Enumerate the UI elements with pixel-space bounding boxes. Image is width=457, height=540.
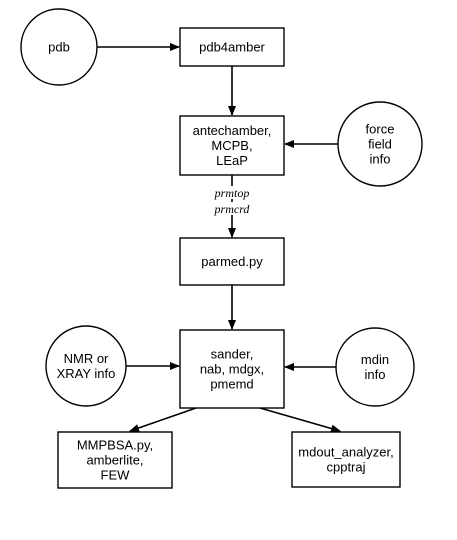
node-forcefield-label: info	[370, 152, 391, 167]
edges: prmtop prmcrd	[97, 43, 341, 433]
node-sander-box	[179, 329, 285, 409]
node-mdin-circle	[335, 327, 415, 407]
edge-label-bg	[212, 202, 252, 215]
node-pdb4amber: pdb4amber	[179, 27, 285, 67]
edge-label-bg	[212, 186, 252, 199]
node-antechamber-box	[179, 115, 285, 176]
node-pdb-circle	[20, 8, 98, 86]
node-parmed: parmed.py	[179, 237, 285, 286]
node-pdb: pdb	[20, 8, 98, 86]
node-mmpbsa-label: FEW	[101, 468, 131, 483]
node-mmpbsa-box	[57, 431, 173, 489]
node-mdout-label: mdout_analyzer,	[298, 445, 393, 460]
node-forcefield-label: field	[368, 137, 392, 152]
node-parmed-label: parmed.py	[201, 254, 263, 269]
node-mmpbsa-label: amberlite,	[86, 453, 143, 468]
node-antechamber-label: antechamber,	[193, 123, 272, 138]
node-mdout-box	[291, 431, 401, 488]
node-nmr-label: NMR or	[64, 351, 109, 366]
node-mdin-label: mdin	[361, 352, 389, 367]
edge-sander-to-mdout	[259, 407, 341, 433]
node-forcefield-circle	[337, 101, 423, 187]
node-antechamber-label: MCPB,	[211, 138, 252, 153]
node-parmed-box	[179, 237, 285, 286]
node-antechamber: antechamber,MCPB,LEaP	[179, 115, 285, 176]
node-forcefield-label: force	[366, 122, 395, 137]
node-pdb4amber-label: pdb4amber	[199, 40, 265, 55]
node-sander-label: sander,	[211, 347, 254, 362]
edge-label-prmcrd: prmcrd	[214, 202, 251, 216]
node-pdb-label: pdb	[48, 40, 70, 55]
node-sander-label: nab, mdgx,	[200, 362, 264, 377]
node-mdout: mdout_analyzer,cpptraj	[291, 431, 401, 488]
node-antechamber-label: LEaP	[216, 153, 248, 168]
node-sander: sander,nab, mdgx,pmemd	[179, 329, 285, 409]
edge-label-prmtop: prmtop	[214, 186, 250, 200]
node-pdb4amber-box	[179, 27, 285, 67]
node-mmpbsa-label: MMPBSA.py,	[77, 438, 153, 453]
nodes: pdb pdb4amber antechamber,MCPB,LEaP forcefi…	[20, 8, 423, 489]
node-mmpbsa: MMPBSA.py,amberlite,FEW	[57, 431, 173, 489]
node-nmr-label: XRAY info	[57, 366, 116, 381]
node-mdin-label: info	[365, 367, 386, 382]
node-sander-label: pmemd	[210, 377, 253, 392]
node-nmr-circle	[45, 325, 127, 407]
edge-sander-to-mmpbsa	[129, 407, 197, 432]
node-mdout-label: cpptraj	[326, 460, 365, 475]
